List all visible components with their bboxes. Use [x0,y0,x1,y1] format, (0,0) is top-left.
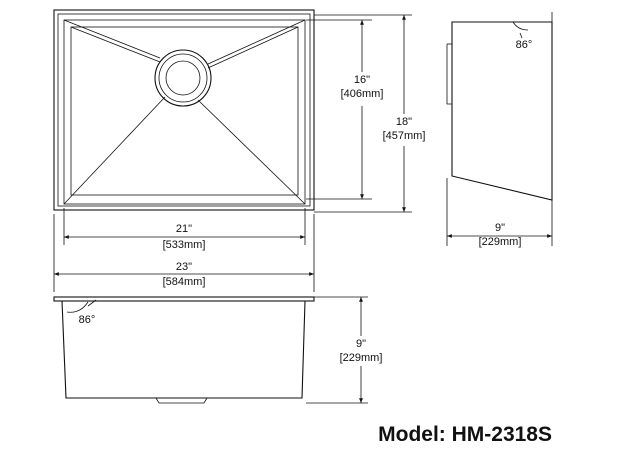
front-bowl [61,300,306,399]
dim-outer-depth-in: 18" [396,116,412,128]
sink-rim-inner-edge [57,13,311,207]
dim-inner-depth-in: 16" [354,74,370,86]
dim-side-depth: 9" [229mm] [447,222,552,248]
sink-outer-rim [53,9,315,211]
dim-side-depth-in: 9" [495,222,505,234]
dim-inner-depth: 16" [406mm] [341,20,384,199]
bowl-bottom [70,26,299,196]
top-view: 16" [406mm] 18" [457mm] 21" [533mm] 23" … [53,9,426,292]
front-angle-marker: 86° [66,299,97,326]
front-rim [53,296,315,302]
front-view: 86° 9" [229mm] [53,296,383,404]
dim-outer-width-mm: [584mm] [163,276,206,288]
bowl-top-edge [63,19,306,205]
dim-side-depth-mm: [229mm] [479,236,522,248]
dim-front-depth-in: 9" [356,338,366,350]
bowl-slope-lines [63,19,306,205]
dim-outer-depth-mm: [457mm] [383,130,426,142]
model-label: Model: HM-2318S [378,423,552,446]
dim-inner-width-in: 21" [176,223,192,235]
side-angle-label: 86° [516,39,533,51]
dim-front-depth: 9" [229mm] [340,297,383,403]
dim-inner-width-mm: [533mm] [163,239,206,251]
front-angle-label: 86° [79,314,96,326]
front-drain [155,397,208,404]
dim-front-depth-mm: [229mm] [340,352,383,364]
side-angle-marker: 86° [512,21,533,51]
dim-inner-width: 21" [533mm] [64,223,305,251]
dim-outer-depth: 18" [457mm] [383,15,426,212]
drain [154,49,212,107]
dim-outer-width-in: 23" [176,261,192,273]
dim-inner-depth-mm: [406mm] [341,88,384,100]
side-profile [451,21,553,201]
side-view: 86° 9" [229mm] [446,12,553,248]
dim-outer-width: 23" [584mm] [54,261,314,288]
